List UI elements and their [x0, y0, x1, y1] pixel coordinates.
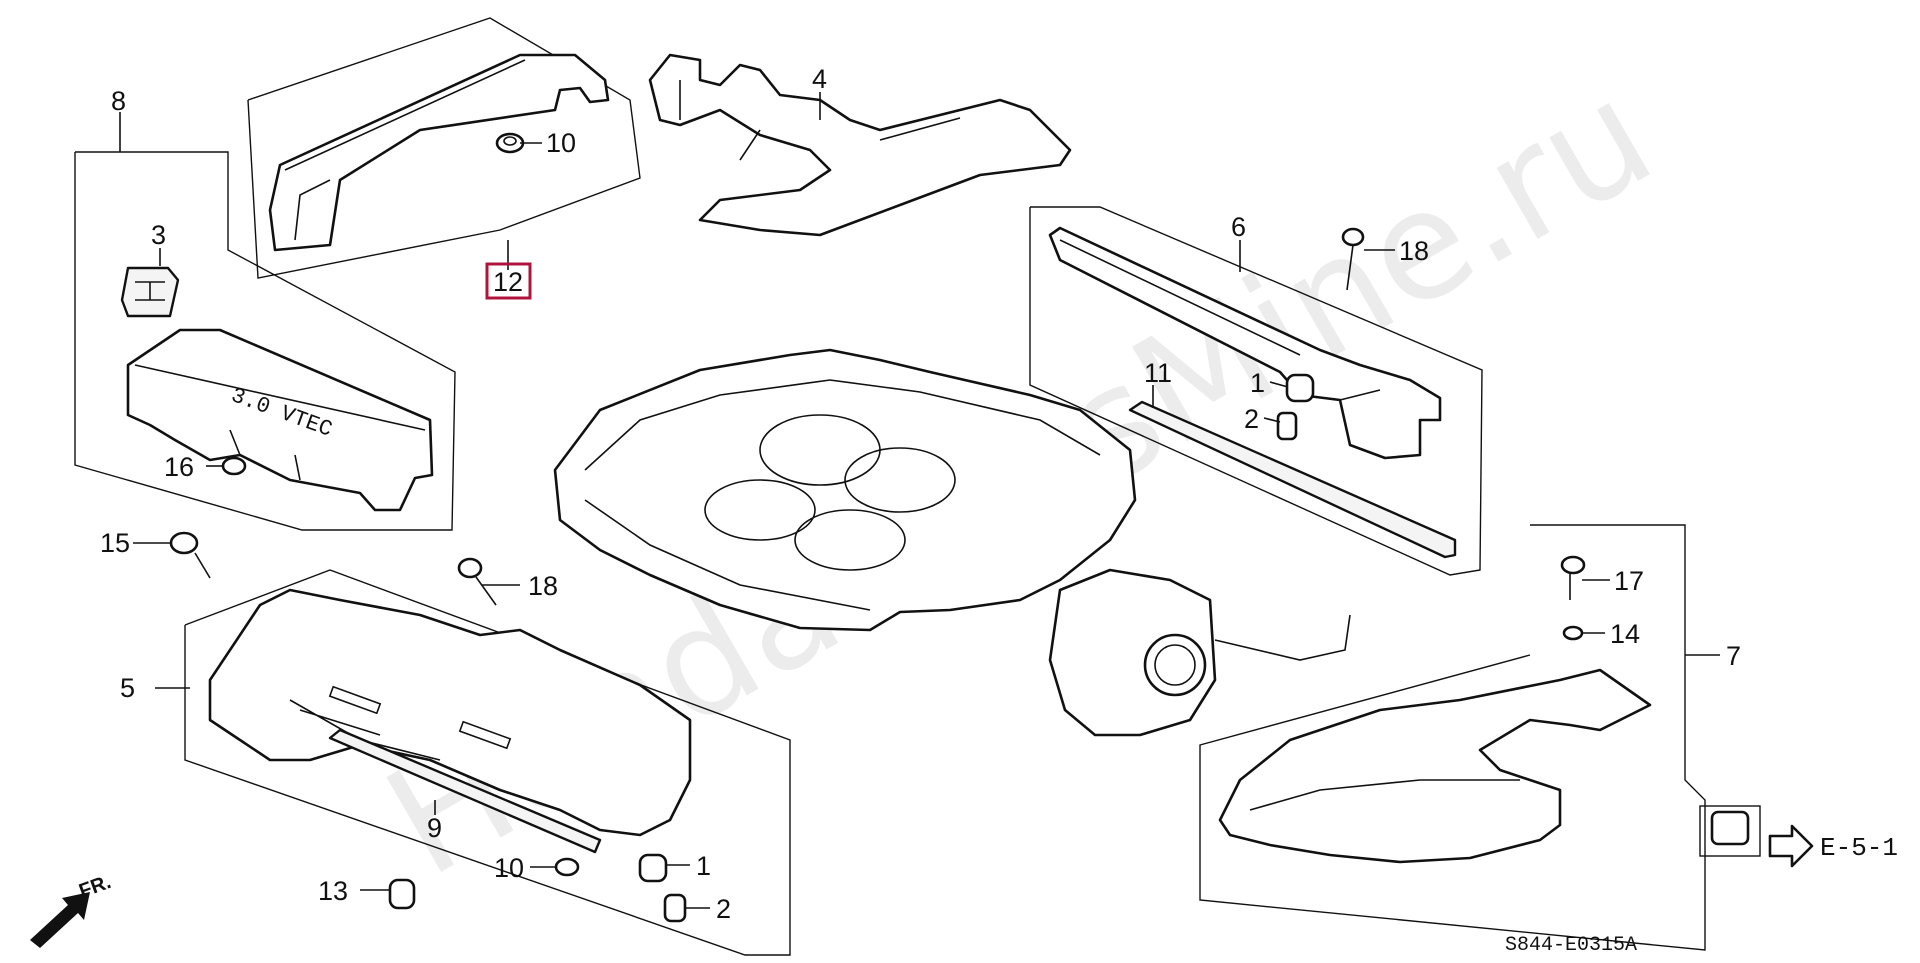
callout-17: 17	[1614, 566, 1644, 596]
callout-1-right: 1	[1250, 368, 1265, 398]
group-12-frame	[247, 17, 641, 279]
nut-10-top	[495, 132, 525, 154]
bolt-18-left	[457, 557, 497, 606]
callout-18-left: 18	[528, 571, 558, 601]
callout-2-right: 2	[1244, 404, 1259, 434]
seal-11	[1128, 400, 1457, 559]
cover-8: 3.0 VTEC	[126, 328, 434, 512]
callout-3: 3	[151, 220, 166, 250]
callout-11: 11	[1144, 358, 1172, 388]
cover-5	[208, 588, 692, 837]
callout-16: 16	[164, 452, 194, 482]
reference-label[interactable]: E-5-1	[1820, 833, 1898, 863]
callout-15: 15	[100, 528, 130, 558]
callout-12[interactable]: 12	[493, 267, 523, 297]
grommet-13	[388, 878, 416, 910]
nut-clip	[1710, 810, 1750, 846]
washer-10-bottom	[554, 857, 580, 877]
highlight-box-12[interactable]	[485, 262, 532, 300]
bolt-15	[169, 531, 211, 579]
cover-7	[1218, 668, 1652, 864]
front-label: FR.	[76, 871, 114, 903]
washer-14	[1562, 625, 1584, 641]
callout-13: 13	[318, 876, 348, 906]
collar-2-right	[1276, 411, 1298, 441]
callout-5: 5	[120, 673, 135, 703]
callout-10-bottom: 10	[494, 853, 524, 883]
callout-18-right: 18	[1399, 236, 1429, 266]
intake-manifold	[553, 348, 1137, 632]
seal-9	[328, 728, 602, 854]
group-8-frame	[74, 151, 456, 531]
callout-2-left: 2	[716, 894, 731, 924]
callout-8: 8	[111, 86, 126, 116]
nut-16	[221, 456, 247, 476]
diagram-code: S844-E0315A	[1505, 934, 1637, 957]
bolt-18-right	[1341, 227, 1365, 291]
cover-12	[268, 53, 610, 252]
bracket-4	[648, 53, 1072, 237]
emblem-3	[120, 266, 180, 318]
reference-arrow	[1768, 824, 1814, 868]
callout-14: 14	[1610, 619, 1640, 649]
grommet-1-left	[638, 853, 668, 883]
callout-6: 6	[1231, 212, 1246, 242]
grommet-1-right	[1285, 373, 1315, 403]
front-arrow-icon	[30, 892, 90, 948]
group-7-frame	[1199, 524, 1706, 951]
callout-10-top: 10	[546, 128, 576, 158]
callout-1-left: 1	[696, 851, 711, 881]
collar-2-left	[663, 893, 687, 923]
leader-lines	[119, 92, 1720, 909]
callout-7: 7	[1726, 641, 1741, 671]
callout-9: 9	[427, 813, 442, 843]
group-5-frame	[184, 569, 791, 956]
callout-4: 4	[812, 64, 827, 94]
bolt-17	[1560, 555, 1586, 600]
group-6-frame	[1029, 206, 1483, 576]
throttle-body	[1048, 568, 1351, 737]
nut-clip-frame	[1699, 805, 1761, 857]
